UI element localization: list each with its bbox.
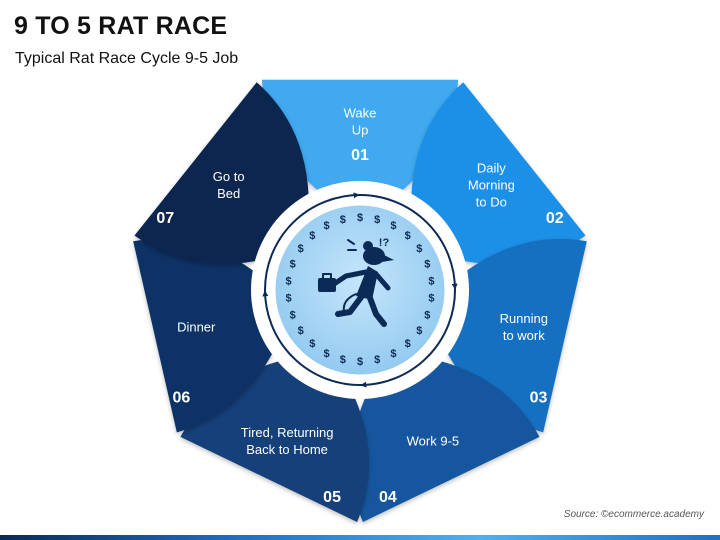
step-label: Back to Home [246,442,328,457]
dollar-icon: $ [323,220,329,232]
step-label: Up [352,123,369,138]
step-label: Bed [217,186,240,201]
dollar-icon: $ [428,275,434,287]
dollar-icon: $ [405,338,411,350]
dollar-icon: $ [416,243,422,255]
step-number: 01 [351,147,369,164]
dollar-icon: $ [285,293,291,305]
step-number: 04 [379,489,397,506]
step-label: Running [500,311,548,326]
step-label: Tired, Returning [241,425,334,440]
center-clock: $$$$$$$$$$$$$$$$$$$$$$$$$$!? [272,202,448,378]
dollar-icon: $ [390,348,396,360]
step-label: Morning [468,177,515,192]
step-number: 03 [530,390,548,407]
dollar-icon: $ [405,230,411,242]
dollar-icon: $ [298,243,304,255]
step-label: Work 9-5 [407,433,460,448]
petal-shape [134,82,309,264]
running-businessman-rat-icon [318,239,394,327]
dollar-icon: $ [428,293,434,305]
dollar-icon: $ [340,214,346,226]
dollar-icon: $ [309,230,315,242]
dollar-icon: $ [340,354,346,366]
dollar-icon: $ [374,214,380,226]
petal-shape [261,79,459,194]
cycle-step-07: Go to Bed 07 [134,82,309,264]
dollar-icon: $ [323,348,329,360]
exclaim-mark: !? [379,237,390,249]
dollar-icon: $ [416,325,422,337]
dollar-icon: $ [374,354,380,366]
ring-line [264,194,456,386]
step-label: Go to [213,169,245,184]
cycle-step-06: Dinner 06 [133,238,273,433]
step-label: to work [503,328,545,343]
dollar-icon: $ [357,356,363,368]
bottom-decor-bar [0,535,720,540]
petal-shape [350,361,540,522]
page-subtitle: Typical Rat Race Cycle 9-5 Job [15,50,239,67]
step-label: to Do [476,194,507,209]
dollar-icon: $ [290,310,296,322]
petal-shape [133,238,273,433]
petal-shape [411,82,586,264]
step-number: 07 [156,210,174,227]
step-label: Wake [344,106,377,121]
step-label: Daily [477,160,506,175]
cycle-step-04: Work 9-5 04 [350,361,540,522]
dollar-icon: $ [424,310,430,322]
dollar-icon: $ [390,220,396,232]
step-label: Dinner [177,319,216,334]
dollar-icon: $ [424,258,430,270]
dollar-icon: $ [309,338,315,350]
dollar-icon: $ [290,258,296,270]
step-number: 02 [546,210,564,227]
step-number: 06 [173,390,191,407]
dollar-icon: $ [298,325,304,337]
dollar-icon: $ [357,212,363,224]
page-title: 9 TO 5 RAT RACE [14,12,228,40]
dollar-icon: $ [285,275,291,287]
source-credit: Source: ©ecommerce.academy [563,509,704,520]
step-number: 05 [323,489,341,506]
